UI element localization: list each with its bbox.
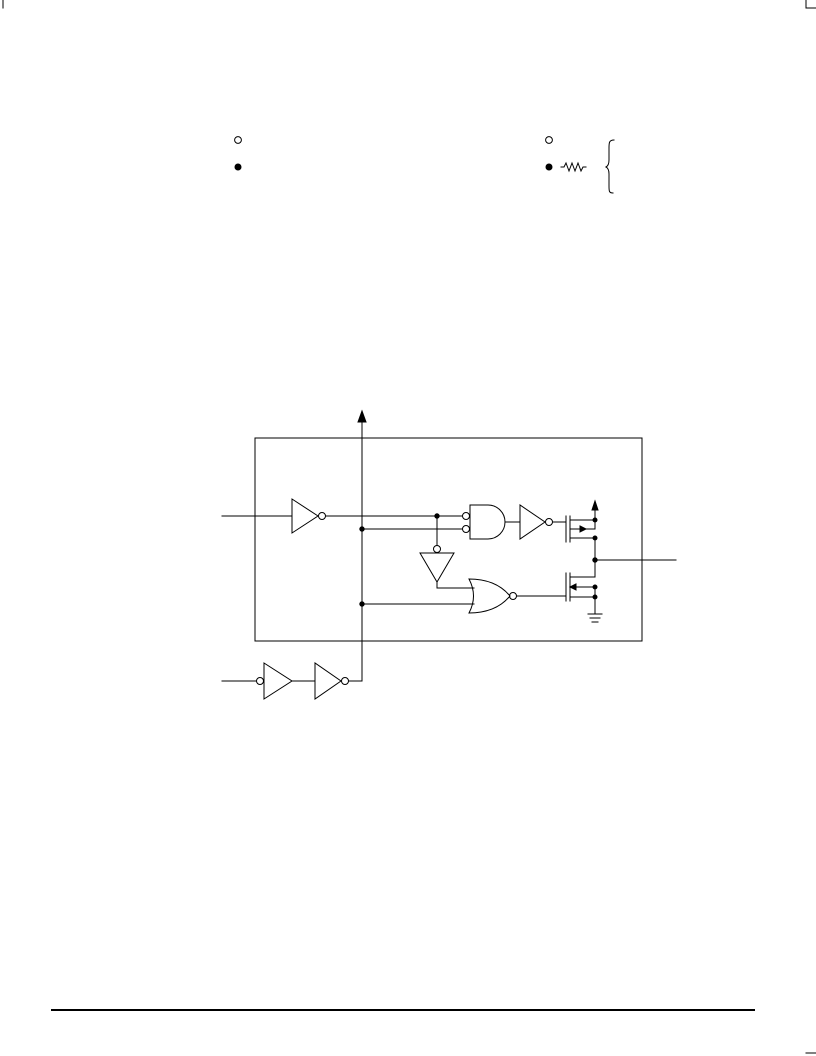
- device-enclosure: [254, 437, 643, 642]
- schematic: [221, 409, 677, 700]
- legend: [234, 136, 615, 194]
- nand-gate: [469, 504, 506, 540]
- inversion-bubble: [433, 545, 441, 553]
- junction-dot: [359, 526, 365, 532]
- nmos-transistor: [565, 559, 598, 615]
- inversion-bubble: [462, 525, 470, 533]
- resistor-icon: [560, 161, 587, 173]
- inversion-bubble: [341, 677, 349, 685]
- supply-arrow-icon: [591, 499, 599, 511]
- nor-gate: [468, 578, 511, 614]
- open-circle-icon: [545, 136, 553, 144]
- filled-dot-icon: [234, 163, 242, 171]
- junction-dot: [359, 601, 365, 607]
- inversion-bubble: [318, 512, 326, 520]
- inversion-bubble: [462, 512, 470, 520]
- up-arrow-icon: [357, 409, 367, 423]
- inversion-bubble: [545, 518, 553, 526]
- control-buffer-inverter: [263, 662, 293, 700]
- down-buffer: [419, 552, 455, 583]
- left-brace-icon: [604, 139, 615, 194]
- pmos-transistor: [565, 499, 599, 561]
- ground-icon: [587, 613, 603, 623]
- pmos-driver-inverter: [519, 504, 546, 540]
- control-driver-inverter: [314, 662, 342, 700]
- inversion-bubble: [256, 677, 264, 685]
- input-inverter: [291, 498, 319, 534]
- filled-dot-icon: [545, 163, 553, 171]
- open-circle-icon: [234, 136, 242, 144]
